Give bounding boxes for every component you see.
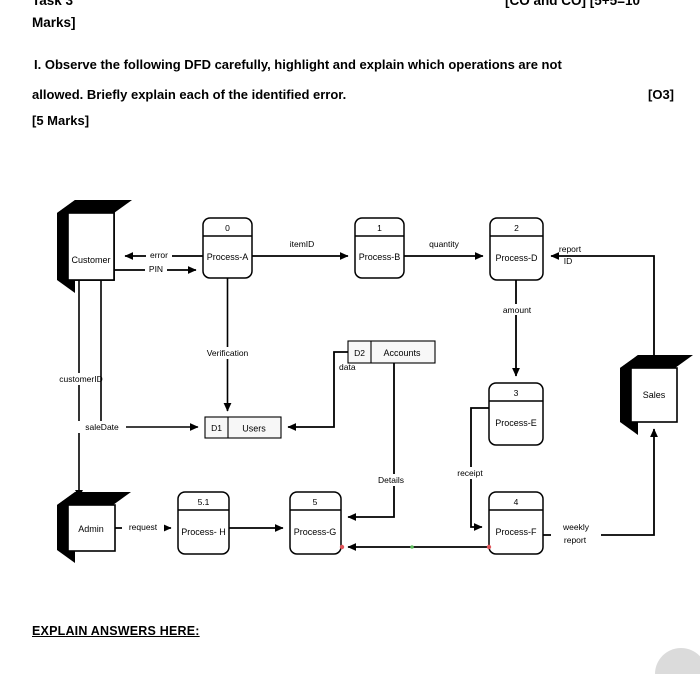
flow-verification: Verification bbox=[199, 278, 257, 412]
question-outcome-tag: [O3] bbox=[648, 87, 674, 102]
flow-request-label: request bbox=[129, 522, 158, 532]
question-line-3: [5 Marks] bbox=[32, 113, 90, 128]
process-4-number: 4 bbox=[514, 497, 519, 507]
header-marks-label: Marks] bbox=[32, 15, 76, 30]
flow-pin-label: PIN bbox=[149, 264, 163, 274]
process-4-label: Process-F bbox=[495, 527, 537, 537]
process-1-number: 1 bbox=[377, 223, 382, 233]
process-3: 3 Process-E bbox=[488, 382, 544, 446]
entity-sales-label: Sales bbox=[643, 390, 666, 400]
flow-data: data bbox=[287, 351, 356, 431]
flow-weekly-label: weekly bbox=[562, 522, 590, 532]
dfd-diagram: Customer Customer 0 Process-A 1 Process-… bbox=[0, 190, 700, 590]
header-co-label: [CO and CO] [5+5=10 bbox=[505, 0, 641, 8]
flow-error-label: error bbox=[150, 250, 168, 260]
flow-amount: amount bbox=[497, 280, 537, 377]
header-task-label: Task 3 bbox=[32, 0, 74, 8]
process-1-label: Process-B bbox=[359, 252, 401, 262]
flow-data-label: data bbox=[339, 362, 356, 372]
process-5-number: 5 bbox=[313, 497, 318, 507]
process-0-number: 0 bbox=[225, 223, 230, 233]
entity-sales: Sales bbox=[620, 355, 693, 435]
flow-customerid-label: customerID bbox=[59, 374, 102, 384]
explain-answers-label: EXPLAIN ANSWERS HERE: bbox=[32, 624, 200, 638]
flow-saledate-label: saleDate bbox=[85, 422, 119, 432]
flow-weekly-report: weekly report bbox=[543, 428, 658, 545]
flow-f-to-g bbox=[339, 543, 492, 551]
process-1: 1 Process-B bbox=[354, 217, 405, 279]
datastore-d1-label: Users bbox=[242, 424, 266, 434]
flow-details: Details bbox=[347, 363, 412, 521]
datastore-d2-label: Accounts bbox=[383, 348, 421, 358]
flow-itemid: itemID bbox=[252, 239, 349, 260]
flow-verification-label: Verification bbox=[207, 348, 249, 358]
datastore-d2-key: D2 bbox=[354, 348, 365, 358]
datastore-d1: D1 Users bbox=[204, 416, 282, 439]
process-5: 5 Process-G bbox=[289, 491, 342, 555]
process-3-label: Process-E bbox=[495, 418, 537, 428]
flow-report-id: report ID bbox=[550, 244, 655, 368]
flow-request: request bbox=[115, 521, 172, 533]
datastore-d1-key: D1 bbox=[211, 423, 222, 433]
flow-weekly-report-label: report bbox=[564, 535, 587, 545]
question-line-1: I. Observe the following DFD carefully, … bbox=[34, 57, 562, 72]
process-2: 2 Process-D bbox=[489, 217, 544, 281]
flow-report-id-label: ID bbox=[564, 256, 573, 266]
flow-customerid: customerID bbox=[52, 280, 108, 499]
flow-report-label: report bbox=[559, 244, 582, 254]
process-2-label: Process-D bbox=[495, 253, 538, 263]
page-edge-artifact bbox=[655, 648, 700, 674]
process-3-number: 3 bbox=[514, 388, 519, 398]
flow-receipt: receipt bbox=[450, 407, 492, 531]
entity-customer-text: Customer bbox=[71, 255, 110, 265]
flow-quantity: quantity bbox=[404, 239, 484, 260]
process-5-1-number: 5.1 bbox=[198, 497, 210, 507]
process-5-1-label: Process- H bbox=[181, 527, 226, 537]
process-5-label: Process-G bbox=[294, 527, 337, 537]
process-0-label: Process-A bbox=[207, 252, 249, 262]
entity-customer-face bbox=[67, 212, 115, 281]
flow-amount-label: amount bbox=[503, 305, 532, 315]
datastore-d2: D2 Accounts bbox=[347, 340, 436, 364]
question-line-2: allowed. Briefly explain each of the ide… bbox=[32, 87, 347, 102]
flow-pin: PIN bbox=[114, 263, 197, 274]
entity-admin-label: Admin bbox=[78, 524, 104, 534]
flow-error: error bbox=[124, 249, 203, 260]
flow-itemid-label: itemID bbox=[290, 239, 315, 249]
process-2-number: 2 bbox=[514, 223, 519, 233]
process-5-1: 5.1 Process- H bbox=[177, 491, 230, 555]
flow-quantity-label: quantity bbox=[429, 239, 460, 249]
flow-saledate: saleDate bbox=[78, 280, 199, 433]
flow-receipt-label: receipt bbox=[457, 468, 483, 478]
flow-details-label: Details bbox=[378, 475, 404, 485]
process-4: 4 Process-F bbox=[488, 491, 544, 555]
process-0: 0 Process-A bbox=[202, 217, 253, 279]
